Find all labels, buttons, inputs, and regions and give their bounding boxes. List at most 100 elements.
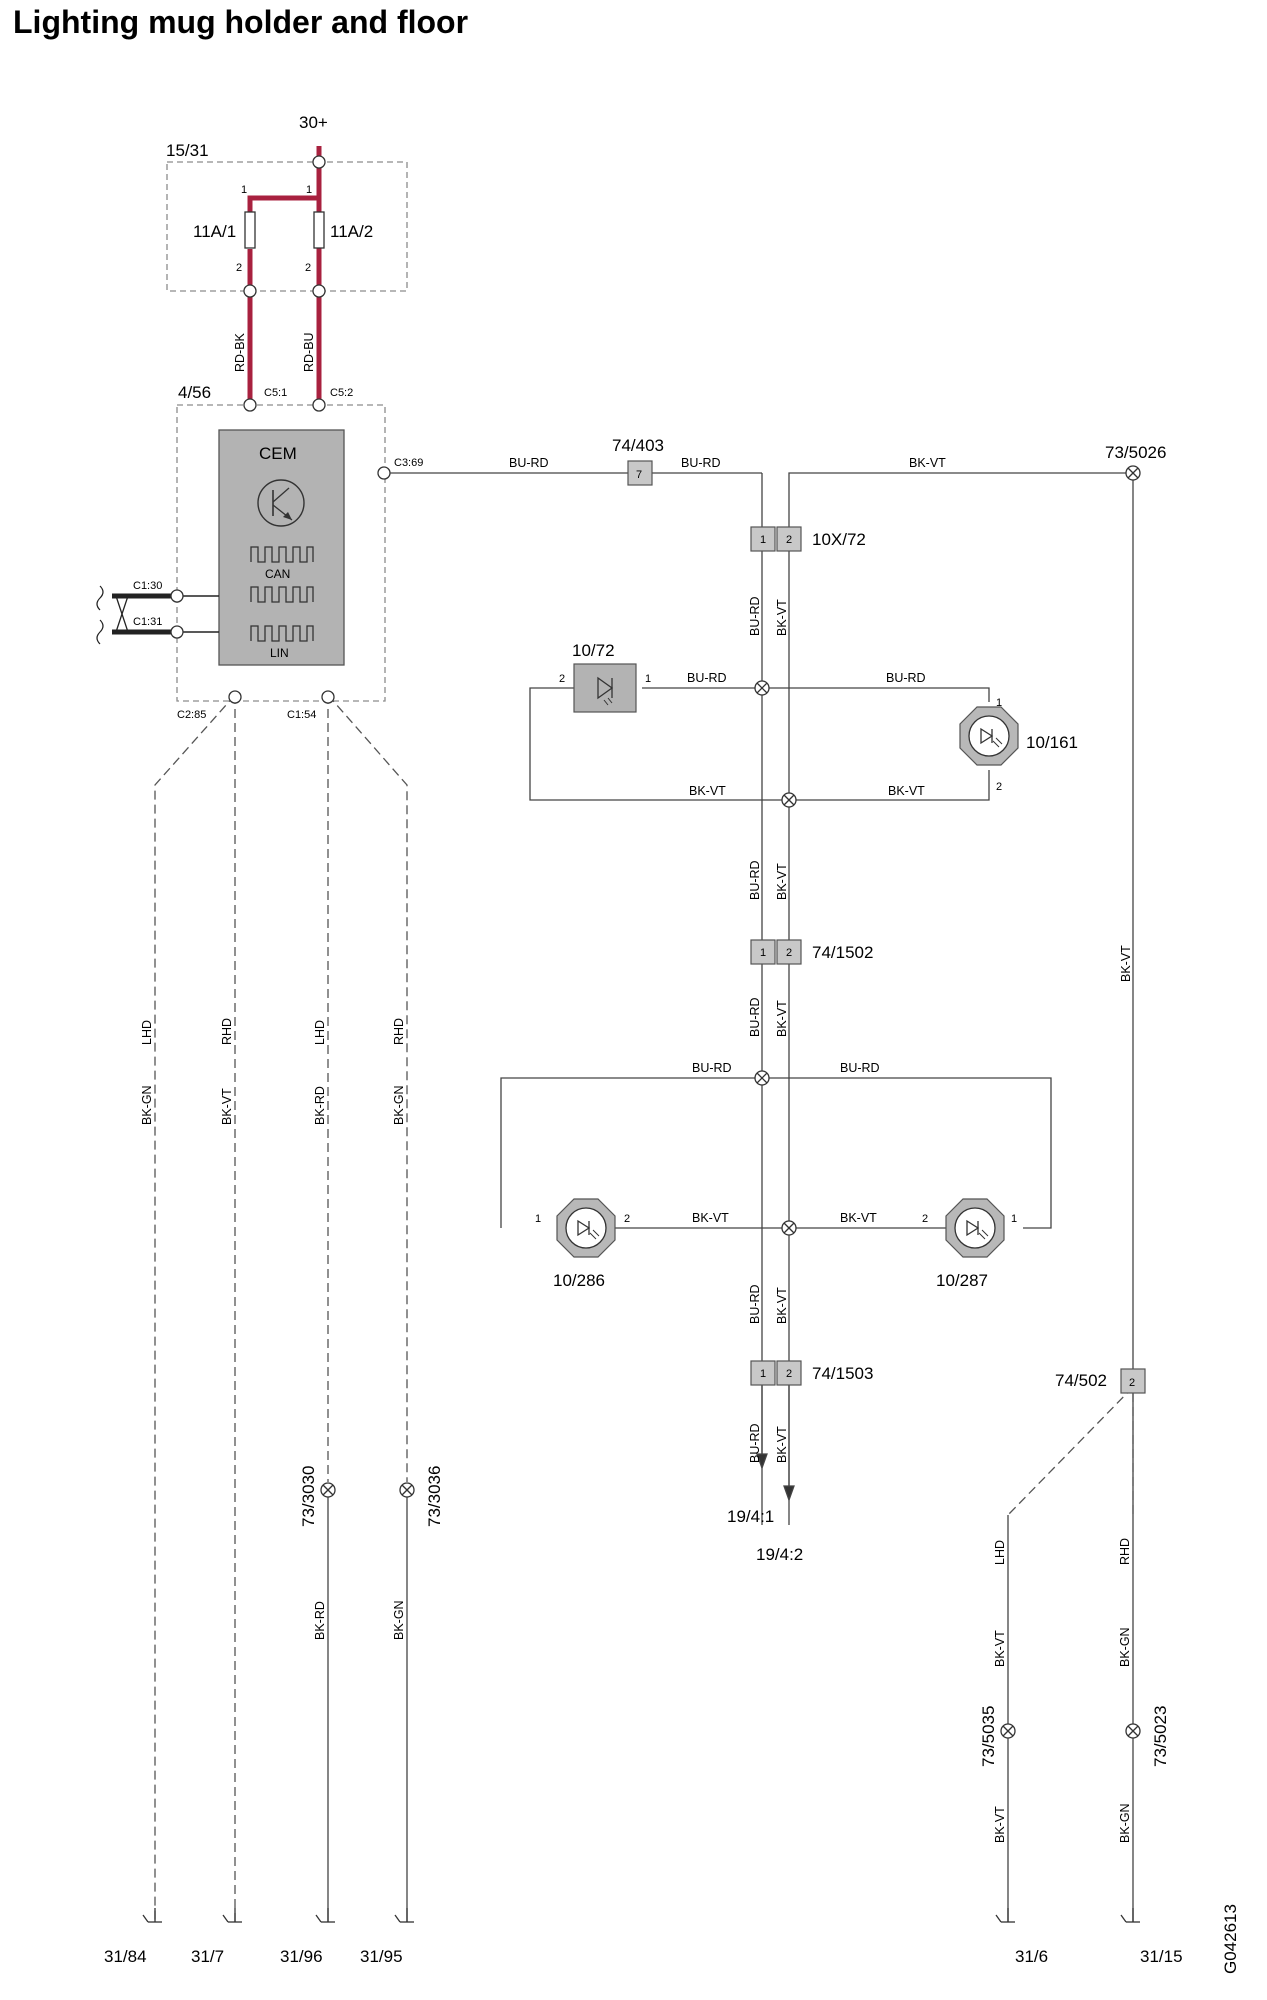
splice-73-5026 (1125, 465, 1141, 481)
connector-c5-1-label: C5:1 (264, 387, 287, 399)
connector-c1-54-label: C1:54 (287, 709, 316, 721)
wire-bu-rd-label: BU-RD (748, 1423, 762, 1463)
wire-bk-vt-label: BK-VT (775, 599, 789, 636)
lamp-10-161-pin-1: 1 (996, 697, 1002, 709)
connector-74-1502-label: 74/1502 (812, 943, 873, 962)
lamp-10-286-label: 10/286 (553, 1271, 605, 1290)
splice-73-5026-label: 73/5026 (1105, 443, 1166, 462)
fuse-1-pin-in: 1 (241, 184, 247, 196)
lamp-10-286-pin-1: 1 (535, 1213, 541, 1225)
fuse-11a2 (313, 211, 325, 249)
reference-19-4-2: 19/4:2 (756, 1545, 803, 1564)
cem-lin-label: LIN (270, 646, 289, 660)
fuse-2-pin-in: 1 (306, 184, 312, 196)
wire-bu-rd-label: BU-RD (748, 860, 762, 900)
wire-bu-rd-label: BU-RD (687, 671, 727, 685)
wire-bk-gn-label: BK-GN (392, 1085, 406, 1125)
fuse-1-pin-out: 2 (236, 262, 242, 274)
cem-can-label: CAN (265, 567, 290, 581)
component-10-72 (573, 663, 637, 713)
lamp-10-286-pin-2: 2 (624, 1213, 630, 1225)
supply-label: 30+ (299, 113, 328, 132)
wire-bu-rd-label: BU-RD (748, 997, 762, 1037)
terminal-c1-54 (321, 690, 335, 704)
wire-bu-rd-label: BU-RD (692, 1061, 732, 1075)
connector-74-403 (627, 460, 653, 486)
connector-c3-69-label: C3:69 (394, 457, 423, 469)
splice-73-3030-label: 73/3030 (299, 1466, 318, 1527)
wire-bk-gn-label: BK-GN (1118, 1627, 1132, 1667)
lamp-10-286 (556, 1198, 616, 1258)
cem-module-id: 4/56 (178, 383, 211, 402)
wire-bk-rd-label: BK-RD (313, 1086, 327, 1125)
splice-bk-vt-2 (781, 1220, 797, 1236)
terminal-c2-85 (228, 690, 242, 704)
splice-73-5035-label: 73/5035 (979, 1706, 998, 1767)
variant-wires (154, 694, 1134, 1922)
connector-pin-2: 2 (786, 947, 792, 959)
lamp-10-287-label: 10/287 (936, 1271, 988, 1290)
page-title: Lighting mug holder and floor (13, 4, 469, 40)
connector-74-1502 (750, 939, 802, 965)
lamp-10-287 (945, 1198, 1005, 1258)
lamp-10-161-pin-2: 2 (996, 781, 1002, 793)
reference-19-4-1: 19/4:1 (727, 1507, 774, 1526)
wire-rd-bk-label: RD-BK (233, 332, 247, 372)
market-lhd-label: LHD (140, 1020, 154, 1045)
wire-bk-vt-label: BK-VT (775, 863, 789, 900)
connector-74-1503-label: 74/1503 (812, 1364, 873, 1383)
harness-wires (327, 472, 1134, 1922)
terminal-fuse2-out (312, 284, 326, 298)
connector-c5-2-label: C5:2 (330, 387, 353, 399)
connector-pin-2: 2 (786, 1368, 792, 1380)
connector-74-403-pin: 7 (636, 469, 642, 481)
wire-bk-gn-label: BK-GN (1118, 1803, 1132, 1843)
cem-module (218, 429, 345, 666)
ground-31-84 (142, 1907, 163, 1923)
wire-bu-rd-label: BU-RD (840, 1061, 880, 1075)
wire-bu-rd-label: BU-RD (748, 596, 762, 636)
component-10-72-label: 10/72 (572, 641, 615, 660)
wire-bk-vt-label: BK-VT (220, 1088, 234, 1125)
continuation-arrows (756, 1380, 795, 1502)
lamp-10-161 (959, 706, 1019, 766)
connector-pin-1: 1 (760, 947, 766, 959)
ground-31-15 (1120, 1907, 1141, 1923)
wire-bk-vt-label: BK-VT (775, 1287, 789, 1324)
connector-74-403-label: 74/403 (612, 436, 664, 455)
terminal-30-plus (312, 155, 326, 169)
wire-bk-gn-label: BK-GN (140, 1085, 154, 1125)
component-10-72-pin-2: 2 (559, 673, 565, 685)
terminal-c1-30 (170, 589, 184, 603)
fuse-1-label: 11A/1 (193, 222, 236, 241)
wire-bk-vt-label: BK-VT (689, 784, 726, 798)
wire-bk-vt-label: BK-VT (775, 1426, 789, 1463)
cem-name: CEM (259, 444, 297, 463)
splice-bu-rd-1 (754, 680, 770, 696)
splice-73-3036 (399, 1482, 415, 1498)
connector-74-502-pin: 2 (1129, 1377, 1135, 1389)
splice-73-5023 (1125, 1723, 1141, 1739)
connector-74-502-label: 74/502 (1055, 1371, 1107, 1390)
connector-74-1503 (750, 1360, 802, 1386)
ground-31-6 (995, 1907, 1016, 1923)
wire-bk-gn-label: BK-GN (392, 1600, 406, 1640)
can-lin-bus (96, 585, 219, 645)
figure-id: G042613 (1221, 1904, 1240, 1974)
fuse-11a1 (244, 211, 256, 249)
wire-bu-rd-label: BU-RD (886, 671, 926, 685)
fuse-2-label: 11A/2 (330, 222, 373, 241)
wire-bk-vt-label: BK-VT (993, 1630, 1007, 1667)
wire-bu-rd-label: BU-RD (509, 456, 549, 470)
lamp-10-287-pin-1: 1 (1011, 1213, 1017, 1225)
wire-bk-vt-label: BK-VT (692, 1211, 729, 1225)
market-rhd-label: RHD (392, 1018, 406, 1045)
terminal-c3-69 (377, 466, 391, 480)
wire-bk-vt-label: BK-VT (888, 784, 925, 798)
terminal-c5-1 (243, 398, 257, 412)
market-lhd-label: LHD (313, 1020, 327, 1045)
connector-74-502 (1120, 1368, 1146, 1394)
wire-bu-rd-label: BU-RD (681, 456, 721, 470)
wire-bk-rd-label: BK-RD (313, 1601, 327, 1640)
